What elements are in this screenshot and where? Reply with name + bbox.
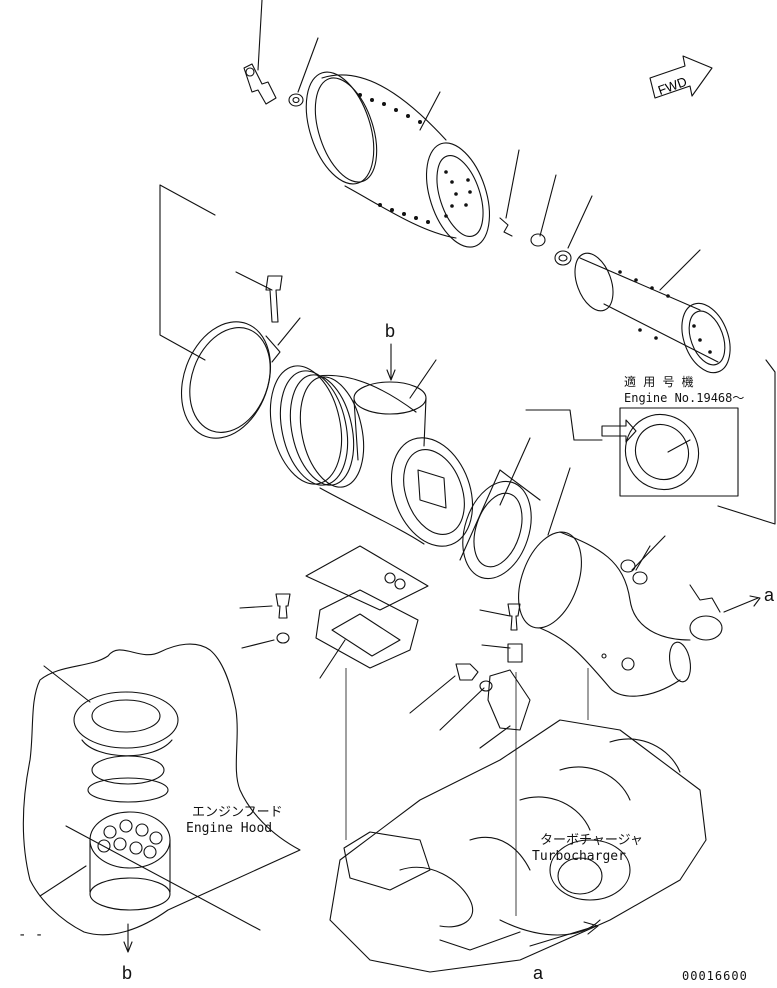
b-label-bottom: b	[122, 963, 133, 983]
inset-gasket	[624, 413, 700, 491]
a-label-right: a	[764, 585, 775, 605]
a-label-bottom: a	[533, 963, 544, 983]
engine-block	[329, 719, 707, 973]
turbocharger-japanese: ターボチャージャ	[540, 833, 643, 848]
mounting-bolt-clip	[243, 63, 304, 107]
engine-hood-english: Engine Hood	[186, 821, 273, 836]
fwd-arrow-badge: FWD	[649, 55, 713, 99]
dash-marker: - -	[18, 927, 44, 943]
drawing-number: 00016600	[682, 969, 748, 983]
engine-hood-japanese: エンジンフード	[192, 805, 283, 820]
serial-note-english: Engine No.19468～	[624, 391, 745, 405]
gasket	[459, 469, 541, 580]
leader-lines	[235, 0, 701, 749]
mounting-band	[180, 321, 281, 439]
outer-filter-element	[305, 71, 490, 248]
perforation-dots-outer	[358, 93, 472, 224]
inner-filter-element	[574, 252, 731, 374]
turbocharger-english: Turbocharger	[532, 849, 626, 864]
elbow-pipe	[518, 531, 691, 697]
intake-pipe	[89, 811, 171, 911]
air-cleaner-body	[269, 365, 474, 547]
support-bracket	[305, 545, 429, 669]
precleaner-cap	[73, 691, 179, 803]
b-label-top: b	[385, 321, 396, 341]
fwd-badge-text: FWD	[656, 74, 689, 98]
serial-note-japanese: 適 用 号 機	[624, 375, 694, 389]
inset-box	[619, 407, 739, 497]
engine-hood-outline	[22, 643, 301, 936]
